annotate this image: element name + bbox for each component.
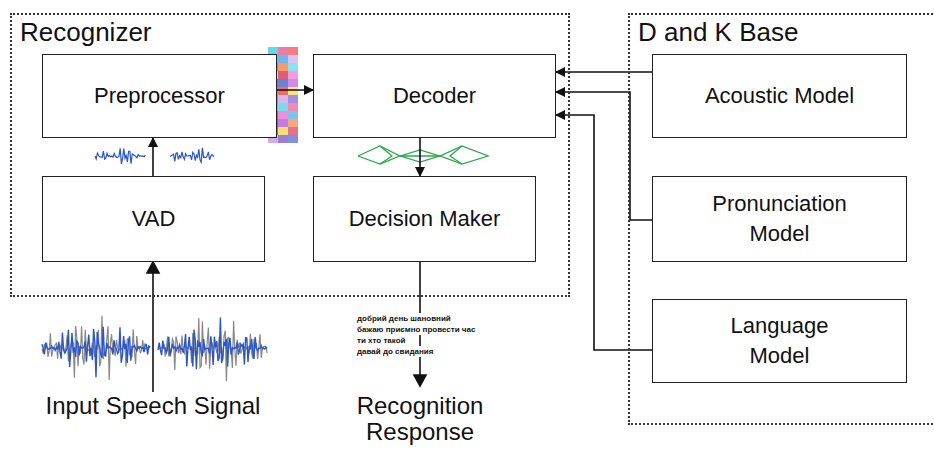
connector-arrow [152, 138, 154, 176]
output-text: добрий день шановний [357, 313, 451, 324]
model-box: Acoustic Model [652, 54, 907, 138]
connector-arrow [556, 115, 652, 350]
box-label: Acoustic Model [705, 81, 854, 111]
box-label: VAD [132, 204, 176, 234]
output-text: давай до свидания [357, 346, 433, 357]
model-box: Language Model [652, 299, 907, 383]
output-text: ти хто такой [357, 335, 406, 346]
region-title: Recognizer [20, 16, 152, 48]
model-box: Pronunciation Model [652, 176, 907, 262]
connector-arrow [277, 89, 313, 91]
knowledge-base-region: D and K BaseAcoustic ModelPronunciation … [628, 13, 934, 425]
connector-arrow [556, 71, 652, 73]
box-label: Decision Maker [349, 204, 501, 234]
box-label: Language Model [705, 311, 855, 371]
connector-arrow [556, 92, 652, 220]
connector-arrow [419, 138, 421, 176]
process-box: Decoder [313, 54, 556, 138]
recognizer-region: RecognizerPreprocessor DecoderVAD Decision… [10, 13, 570, 297]
box-label: Decoder [393, 81, 476, 111]
process-box: VAD [42, 176, 265, 262]
box-label: Preprocessor [94, 81, 225, 111]
box-label: Pronunciation Model [700, 189, 860, 249]
region-title: D and K Base [638, 16, 798, 48]
waveform [42, 148, 267, 382]
process-box: Decision Maker [313, 176, 536, 262]
output-text: бажаю приємно провести час [357, 324, 475, 335]
io-label: Recognition Response [300, 393, 540, 445]
io-label: Input Speech Signal [40, 393, 266, 419]
lattice-graph [358, 146, 488, 164]
process-box: Preprocessor [42, 54, 277, 138]
